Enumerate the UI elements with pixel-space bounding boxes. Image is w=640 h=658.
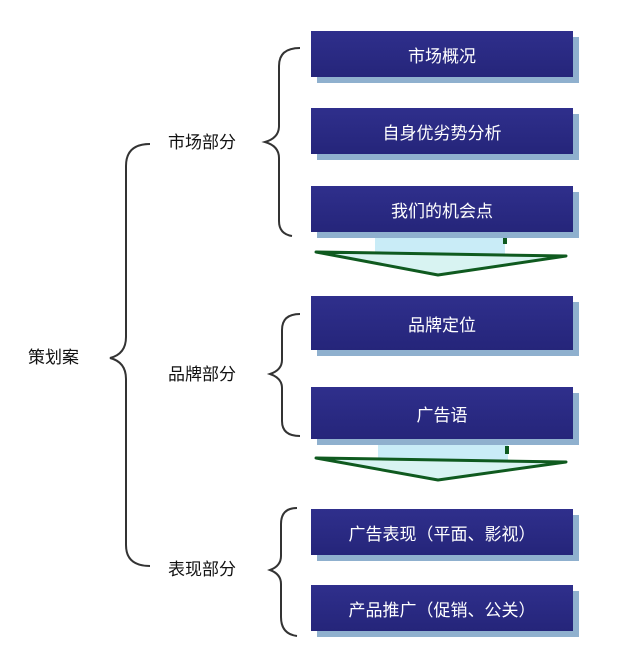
item-box-opportunity: 我们的机会点: [311, 186, 573, 232]
root-brace: [109, 143, 151, 567]
item-box-promotion: 产品推广（促销、公关）: [311, 585, 573, 631]
item-box-brand-positioning: 品牌定位: [311, 296, 573, 350]
down-arrow: [314, 456, 568, 482]
section-label-market: 市场部分: [168, 133, 236, 153]
connector-bar: [375, 234, 505, 254]
section-label-performance: 表现部分: [168, 560, 236, 580]
item-box-swot: 自身优劣势分析: [311, 108, 573, 154]
root-label: 策划案: [28, 348, 79, 368]
item-box-market-overview: 市场概况: [311, 31, 573, 77]
down-arrow: [314, 250, 568, 277]
connector-tick: [505, 446, 509, 454]
item-box-ad-expression: 广告表现（平面、影视）: [311, 509, 573, 555]
item-box-slogan: 广告语: [311, 387, 573, 439]
performance-brace: [267, 507, 298, 637]
market-brace: [261, 47, 301, 237]
connector-tick: [503, 236, 507, 244]
connector-bar: [378, 444, 508, 460]
section-label-brand: 品牌部分: [168, 365, 236, 385]
brand-brace: [266, 313, 301, 437]
